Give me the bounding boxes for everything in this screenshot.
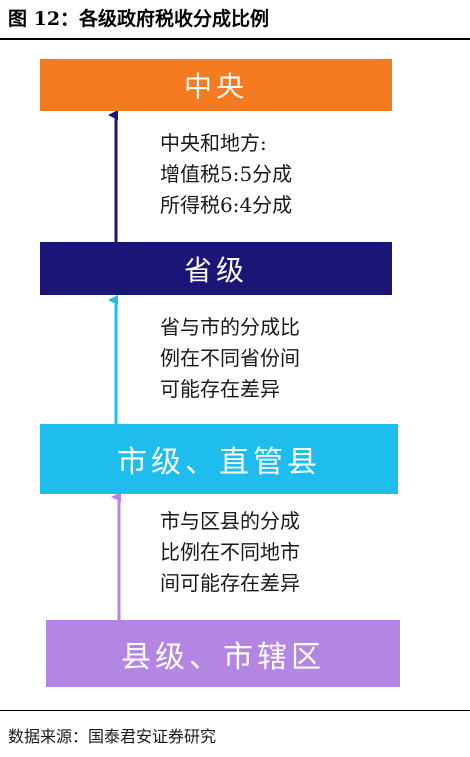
county-government-box: 县级、市辖区 (46, 620, 400, 687)
note-line: 所得税6:4分成 (160, 193, 293, 217)
municipal-government-label: 市级、直管县 (117, 445, 321, 480)
top-divider (0, 38, 470, 40)
note-line: 可能存在差异 (160, 377, 280, 401)
note-line: 例在不同省份间 (160, 346, 300, 370)
note-line: 增值税5:5分成 (160, 162, 293, 186)
county-government-label: 县级、市辖区 (121, 639, 325, 675)
city-county-split-note: 市与区县的分成 比例在不同地市 间可能存在差异 (160, 506, 300, 599)
note-line: 市与区县的分成 (160, 509, 300, 533)
provincial-government-label: 省级 (183, 253, 248, 287)
central-government-label: 中央 (183, 70, 248, 103)
figure-title: 图 12：各级政府税收分成比例 (8, 8, 270, 30)
province-city-split-note: 省与市的分成比 例在不同省份间 可能存在差异 (160, 312, 300, 405)
note-line: 省与市的分成比 (160, 315, 300, 339)
provincial-government-box: 省级 (40, 242, 392, 295)
note-line: 间可能存在差异 (160, 571, 300, 595)
central-government-box: 中央 (40, 59, 392, 111)
data-source: 数据来源：国泰君安证券研究 (8, 727, 217, 746)
note-line: 比例在不同地市 (160, 540, 300, 564)
central-local-split-note: 中央和地方: 增值税5:5分成 所得税6:4分成 (160, 128, 292, 221)
note-line: 中央和地方: (160, 131, 267, 155)
municipal-government-box: 市级、直管县 (40, 424, 398, 494)
bottom-divider (0, 710, 470, 711)
